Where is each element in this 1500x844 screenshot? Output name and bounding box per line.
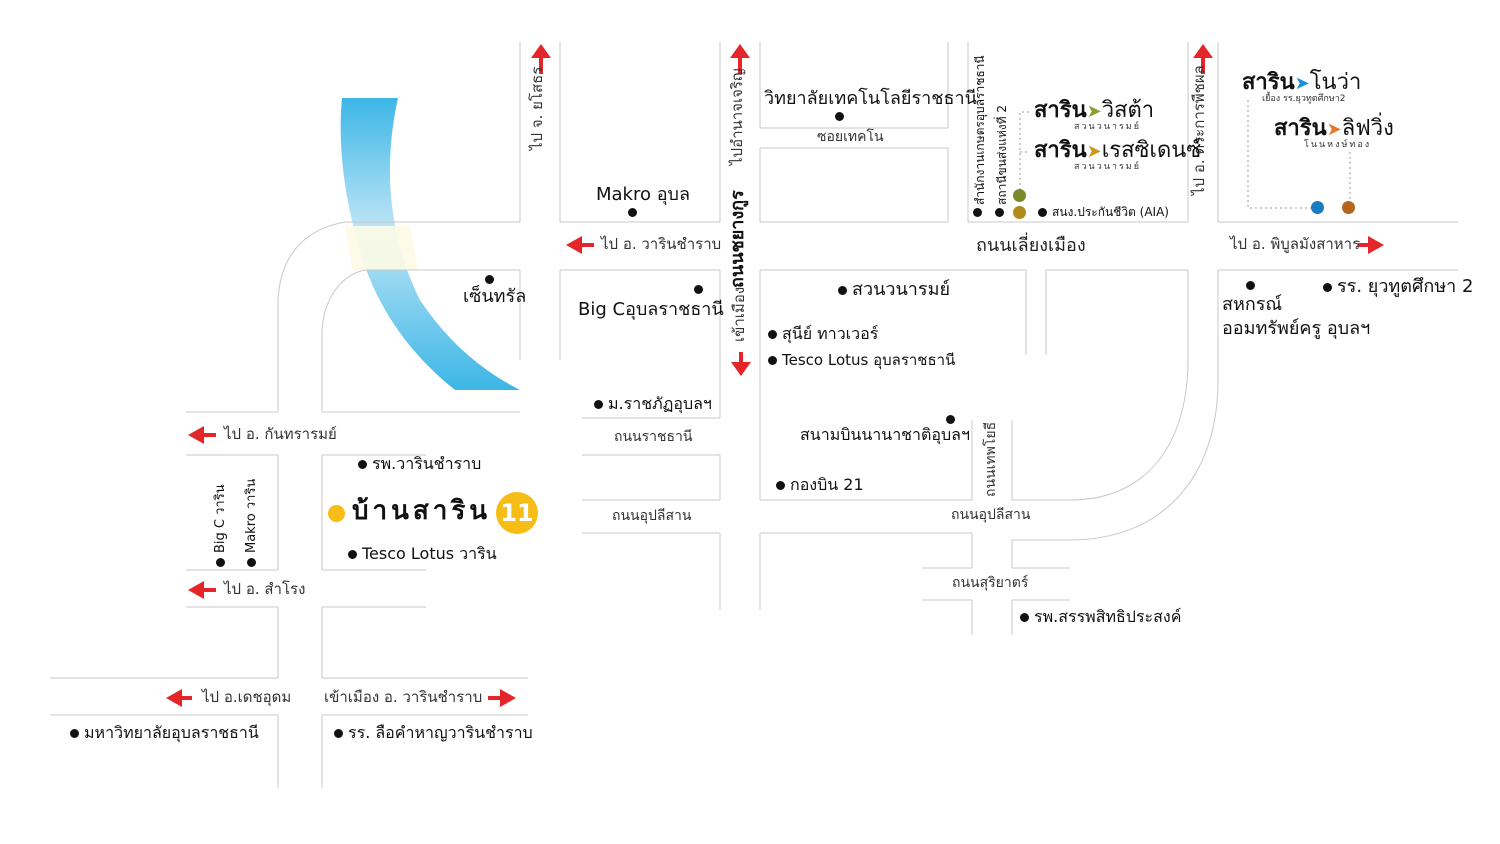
place-tech-college: วิทยาลัยเทคโนโลยีราชธานี [764,88,977,109]
marker-agri-office [973,208,982,217]
pin-living [1342,201,1355,214]
marker-warin-hospital [358,460,367,469]
road-soi-techno: ซอยเทคโน [817,129,884,145]
dir-kantharom: ไป อ. กันทรารมย์ [224,425,337,443]
marker-airport [946,415,955,424]
marker-makro-warin [247,558,256,567]
place-bigc-ubon: Big Cอุบลราชธานี [578,299,724,320]
marker-coop [1246,281,1255,290]
place-sanprasit: รพ.สรรพสิทธิประสงค์ [1020,609,1181,625]
pin-vista [1013,189,1026,202]
place-ubon-univ: มหาวิทยาลัยอุบลราชธานี [70,725,259,741]
marker-bigc-warin [216,558,225,567]
pin-nova [1311,201,1324,214]
marker-aia [1038,208,1047,217]
marker-rajabhat [594,400,603,409]
marker-makro-ubon [628,208,637,217]
marker-tech-college [835,112,844,121]
road-suriyat: ถนนสุริยาตร์ [952,575,1029,591]
place-aia: สนง.ประกันชีวิต (AIA) [1038,206,1169,218]
brand-residence: สาริน➤เรสซิเดนซ์ สวนวนารมย์ [1034,138,1202,172]
place-luekhamhan: รร. ลือคำหาญวารินชำราบ [334,725,533,741]
road-ratchathani: ถนนราชธานี [614,429,693,445]
living-chevron-icon: ➤ [1326,119,1342,140]
pin-residence [1013,206,1026,219]
dir-yasothon: ไป จ. ยโสธร [528,66,546,150]
place-tesco-ubon: Tesco Lotus อุบลราชธานี [768,353,955,368]
place-yuwathut: รร. ยุวทูตศึกษา 2 [1323,278,1473,296]
dir-trakan: ไป อ. ตระการพืชผล [1190,65,1208,195]
dir-warin: ไป อ. วารินชำราบ [601,235,722,253]
place-coop-line1: สหกรณ์ [1222,294,1283,315]
home-marker [328,505,345,522]
road-lines [50,42,1458,788]
direction-arrows [166,44,1384,707]
marker-radio2 [995,208,1004,217]
road-upalisan-east: ถนนอุปลีสาน [951,507,1031,523]
dir-det-udom: ไป อ.เดชอุดม [202,688,292,706]
place-airport: สนามบินนานาชาติอุบลฯ [800,425,970,444]
marker-wing21 [776,481,785,490]
bridge-highlight [345,226,418,270]
dir-amnat: ไปอำนาจเจริญ [728,68,746,165]
dir-phibun: ไป อ. พิบูลมังสาหาร [1230,235,1361,253]
home-badge: 11 [496,492,538,534]
place-bigc-warin: Big C วาริน [213,484,228,567]
place-radio2: สถานีขนส่งแห่งที่ 2 [995,105,1009,205]
place-coop-line2: ออมทรัพย์ครู อุบลฯ [1222,318,1371,339]
place-tesco-warin: Tesco Lotus วาริน [348,546,497,562]
place-warin-hospital: รพ.วารินชำราบ [358,456,481,472]
place-makro-ubon: Makro อุบล [596,184,690,205]
dir-khao-mueang: เข้าเมือง [730,286,748,342]
marker-ubon-univ [70,729,79,738]
marker-sanprasit [1020,613,1029,622]
place-agri-office: สำนักงานเกษตรอุบลราชธานี [973,55,987,205]
marker-tesco-ubon [768,356,777,365]
place-rajabhat: ม.ราชภัฏอุบลฯ [594,396,712,412]
place-sunee-tower: สุนีย์ ทาวเวอร์ [768,326,878,342]
brand-nova: สาริน➤โนว่า เยื้อง รร.ยุวทูตศึกษา2 [1242,70,1362,104]
road-chayangkun: ถนนชยางกูร [727,190,748,288]
dir-khao-mueang-warin: เข้าเมือง อ. วารินชำราบ [324,688,483,706]
place-suanwanarom: สวนวนารมย์ [838,281,950,299]
brand-living: สาริน➤ลิฟวิ่ง โนนหงษ์ทอง [1274,116,1394,150]
place-makro-warin: Makro วาริน [244,479,259,567]
residence-chevron-icon: ➤ [1086,141,1102,162]
marker-tesco-warin [348,550,357,559]
brand-vista: สาริน➤วิสต้า สวนวนารมย์ [1034,98,1155,132]
place-central: เซ็นทรัล [463,286,527,307]
vista-chevron-icon: ➤ [1086,101,1102,122]
road-upalisan-west: ถนนอุปลีสาน [612,508,692,524]
road-thep-yothi: ถนนเทพโยธี [983,421,999,497]
marker-suanwanarom [838,285,847,295]
marker-bigc-ubon [694,285,703,294]
marker-central [485,275,494,284]
road-liang-mueang: ถนนเลี่ยงเมือง [976,235,1086,256]
marker-luekhamhan [334,729,343,738]
nova-chevron-icon: ➤ [1294,73,1310,94]
marker-sunee-tower [768,330,777,339]
dir-samrong: ไป อ. สำโรง [224,580,306,598]
home-name: บ้านสาริน [352,496,492,526]
river [340,98,520,390]
marker-yuwathut [1323,282,1332,292]
place-wing21: กองบิน 21 [776,477,864,493]
